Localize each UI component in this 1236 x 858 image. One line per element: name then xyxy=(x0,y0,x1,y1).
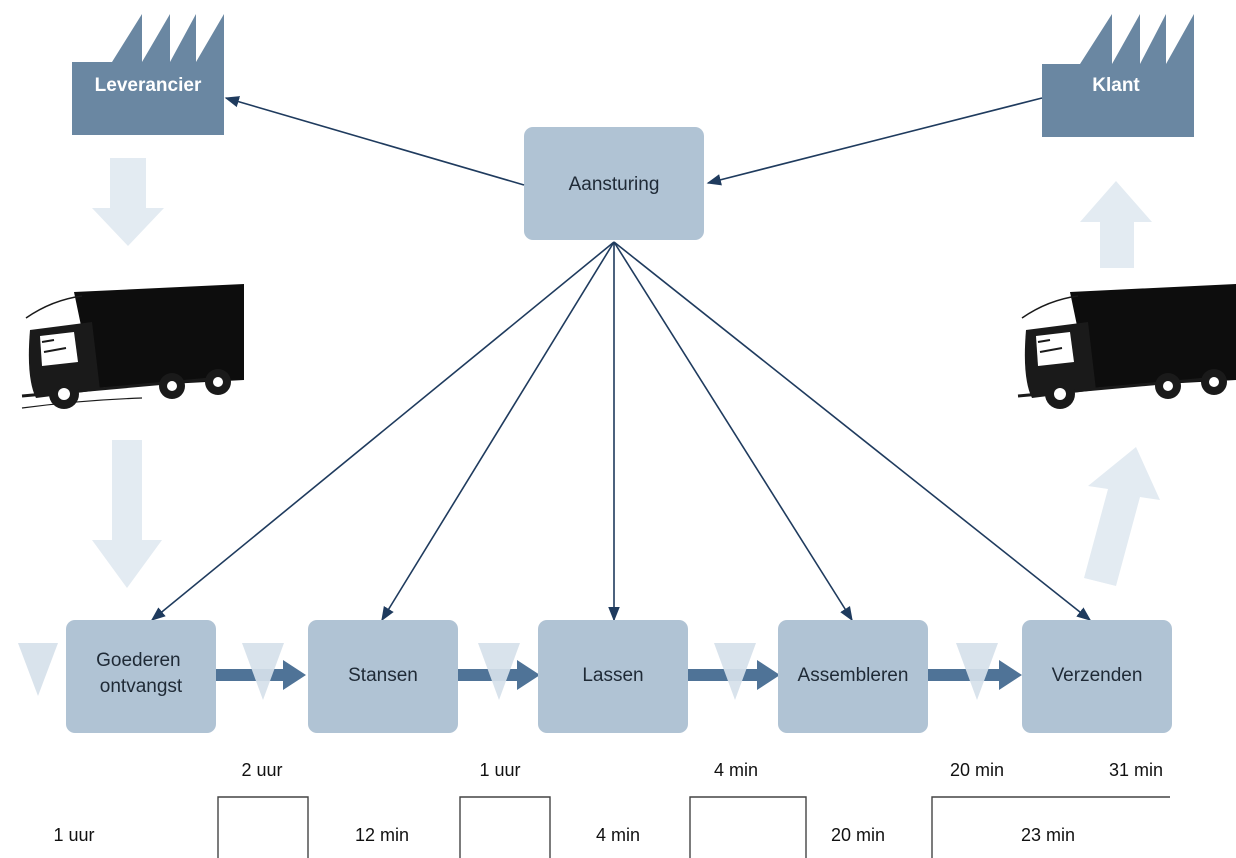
wait-time: 1 uur xyxy=(479,760,520,780)
inventory-triangle-icon xyxy=(956,643,998,700)
info-arrow-to-process-5 xyxy=(613,241,1092,621)
inventories xyxy=(18,643,998,700)
info-arrow-to-process-2 xyxy=(381,241,615,622)
process-label: Verzenden xyxy=(1052,665,1143,686)
down-arrow-icon xyxy=(92,158,164,246)
wait-time: 20 min xyxy=(950,760,1004,780)
supplier-label: Leverancier xyxy=(95,75,202,96)
process-goederen-ontvangst: Goederen ontvangst xyxy=(66,620,216,733)
truck-icon xyxy=(1017,284,1236,409)
process-time: 12 min xyxy=(355,825,409,845)
process-time: 4 min xyxy=(596,825,640,845)
truck-icon xyxy=(21,284,244,409)
wait-time: 2 uur xyxy=(241,760,282,780)
inventory-triangle-icon xyxy=(714,643,756,700)
factory-icon xyxy=(1042,14,1194,137)
process-label: Assembleren xyxy=(798,665,909,686)
control-box: Aansturing xyxy=(524,127,704,240)
process-label: Goederen ontvangst xyxy=(96,650,186,697)
timeline-initial: 1 uur xyxy=(53,825,94,845)
process-assembleren: Assembleren xyxy=(778,620,928,733)
process-label-line: Goederen xyxy=(96,650,181,671)
customer-label: Klant xyxy=(1092,75,1140,96)
outbound-shipment-arrows xyxy=(1080,181,1160,586)
info-arrow-to-process-4 xyxy=(613,241,853,622)
timeline: 1 uur 12 min 4 min 20 min 23 min xyxy=(53,796,1170,858)
inbound-shipment-arrows xyxy=(92,158,164,588)
process-verzenden: Verzenden xyxy=(1022,620,1172,733)
up-arrow-icon xyxy=(1080,181,1152,268)
info-arrow-to-supplier xyxy=(224,96,525,186)
process-time: 20 min xyxy=(831,825,885,845)
control-label: Aansturing xyxy=(569,174,660,195)
factory-icon xyxy=(72,14,224,135)
down-arrow-icon xyxy=(92,440,162,588)
inventory-triangle-icon xyxy=(242,643,284,700)
inventory-triangle-icon xyxy=(478,643,520,700)
timeline-line xyxy=(217,796,1170,858)
up-arrow-icon xyxy=(1084,447,1160,586)
wait-times: 2 uur 1 uur 4 min 20 min 31 min xyxy=(241,760,1163,780)
process-label: Stansen xyxy=(348,665,418,686)
process-label: Lassen xyxy=(582,665,643,686)
supplier-factory: Leverancier xyxy=(72,14,224,135)
info-arrow-from-customer xyxy=(706,97,1043,186)
inventory-triangle-icon xyxy=(18,643,58,696)
info-arrow-to-process-1 xyxy=(150,241,615,621)
wait-time: 31 min xyxy=(1109,760,1163,780)
process-label-line: ontvangst xyxy=(100,676,183,697)
customer-factory: Klant xyxy=(1042,14,1194,137)
process-stansen: Stansen xyxy=(308,620,458,733)
info-flows xyxy=(150,96,1092,622)
process-lassen: Lassen xyxy=(538,620,688,733)
wait-time: 4 min xyxy=(714,760,758,780)
process-time: 23 min xyxy=(1021,825,1075,845)
